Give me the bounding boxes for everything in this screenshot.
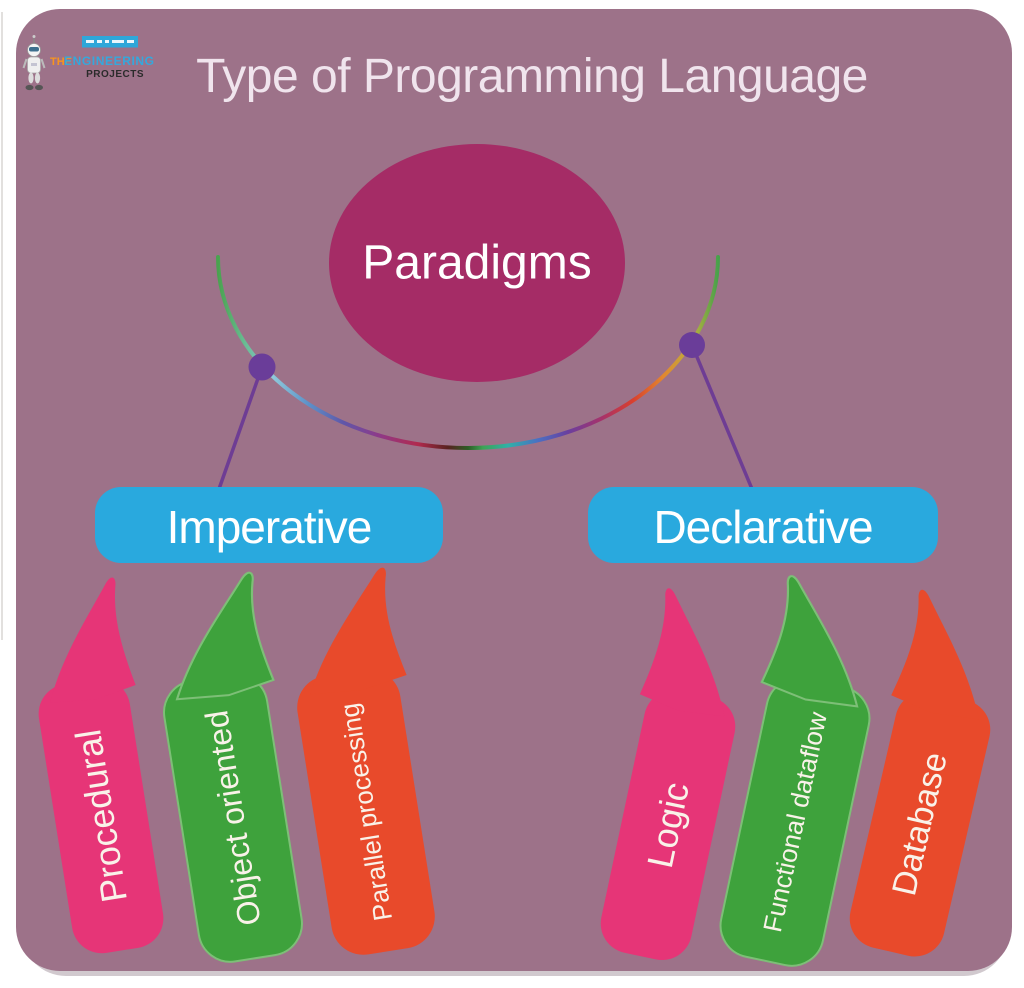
leaf-node-database: Database (849, 588, 1005, 957)
connector-dot-left (248, 353, 276, 381)
connector-dot-right (679, 332, 705, 358)
root-label: Paradigms (362, 237, 591, 290)
page-title: Type of Programming Language (196, 50, 868, 103)
branch-node-declarative: Declarative (588, 487, 938, 563)
root-ellipse (329, 144, 625, 382)
branch-node-imperative: Imperative (95, 487, 443, 563)
connector-line-right (690, 344, 754, 490)
branch-box (588, 487, 938, 563)
connector-line-left (217, 366, 264, 490)
branch-label: Declarative (653, 501, 872, 553)
leaf-node-object-oriented: Object oriented (158, 570, 303, 963)
brand-engineering: ENGINEERING (64, 54, 155, 68)
branch-label: Imperative (167, 501, 372, 553)
leaf-pill-body (600, 689, 736, 961)
leaf-node-functional-dataflow: Functional dataflow (719, 573, 882, 967)
leaf-node-procedural: Procedural (32, 576, 164, 954)
branch-box (95, 487, 443, 563)
leaf-node-parallel-processing: Parallel processing (292, 566, 435, 955)
leaf-pill-body (849, 691, 991, 957)
leaf-pill-body (38, 678, 164, 954)
brand-banner (82, 36, 138, 48)
robot-mascot-icon (22, 35, 46, 91)
brand-logo: THE ENGINEERING PROJECTS (22, 35, 155, 91)
brand-projects: PROJECTS (86, 69, 144, 80)
leaf-node-logic: Logic (600, 586, 749, 961)
leaf-pill-body (297, 669, 435, 955)
root-node-paradigms: Paradigms (329, 144, 625, 382)
brand-the: THE (50, 56, 72, 68)
